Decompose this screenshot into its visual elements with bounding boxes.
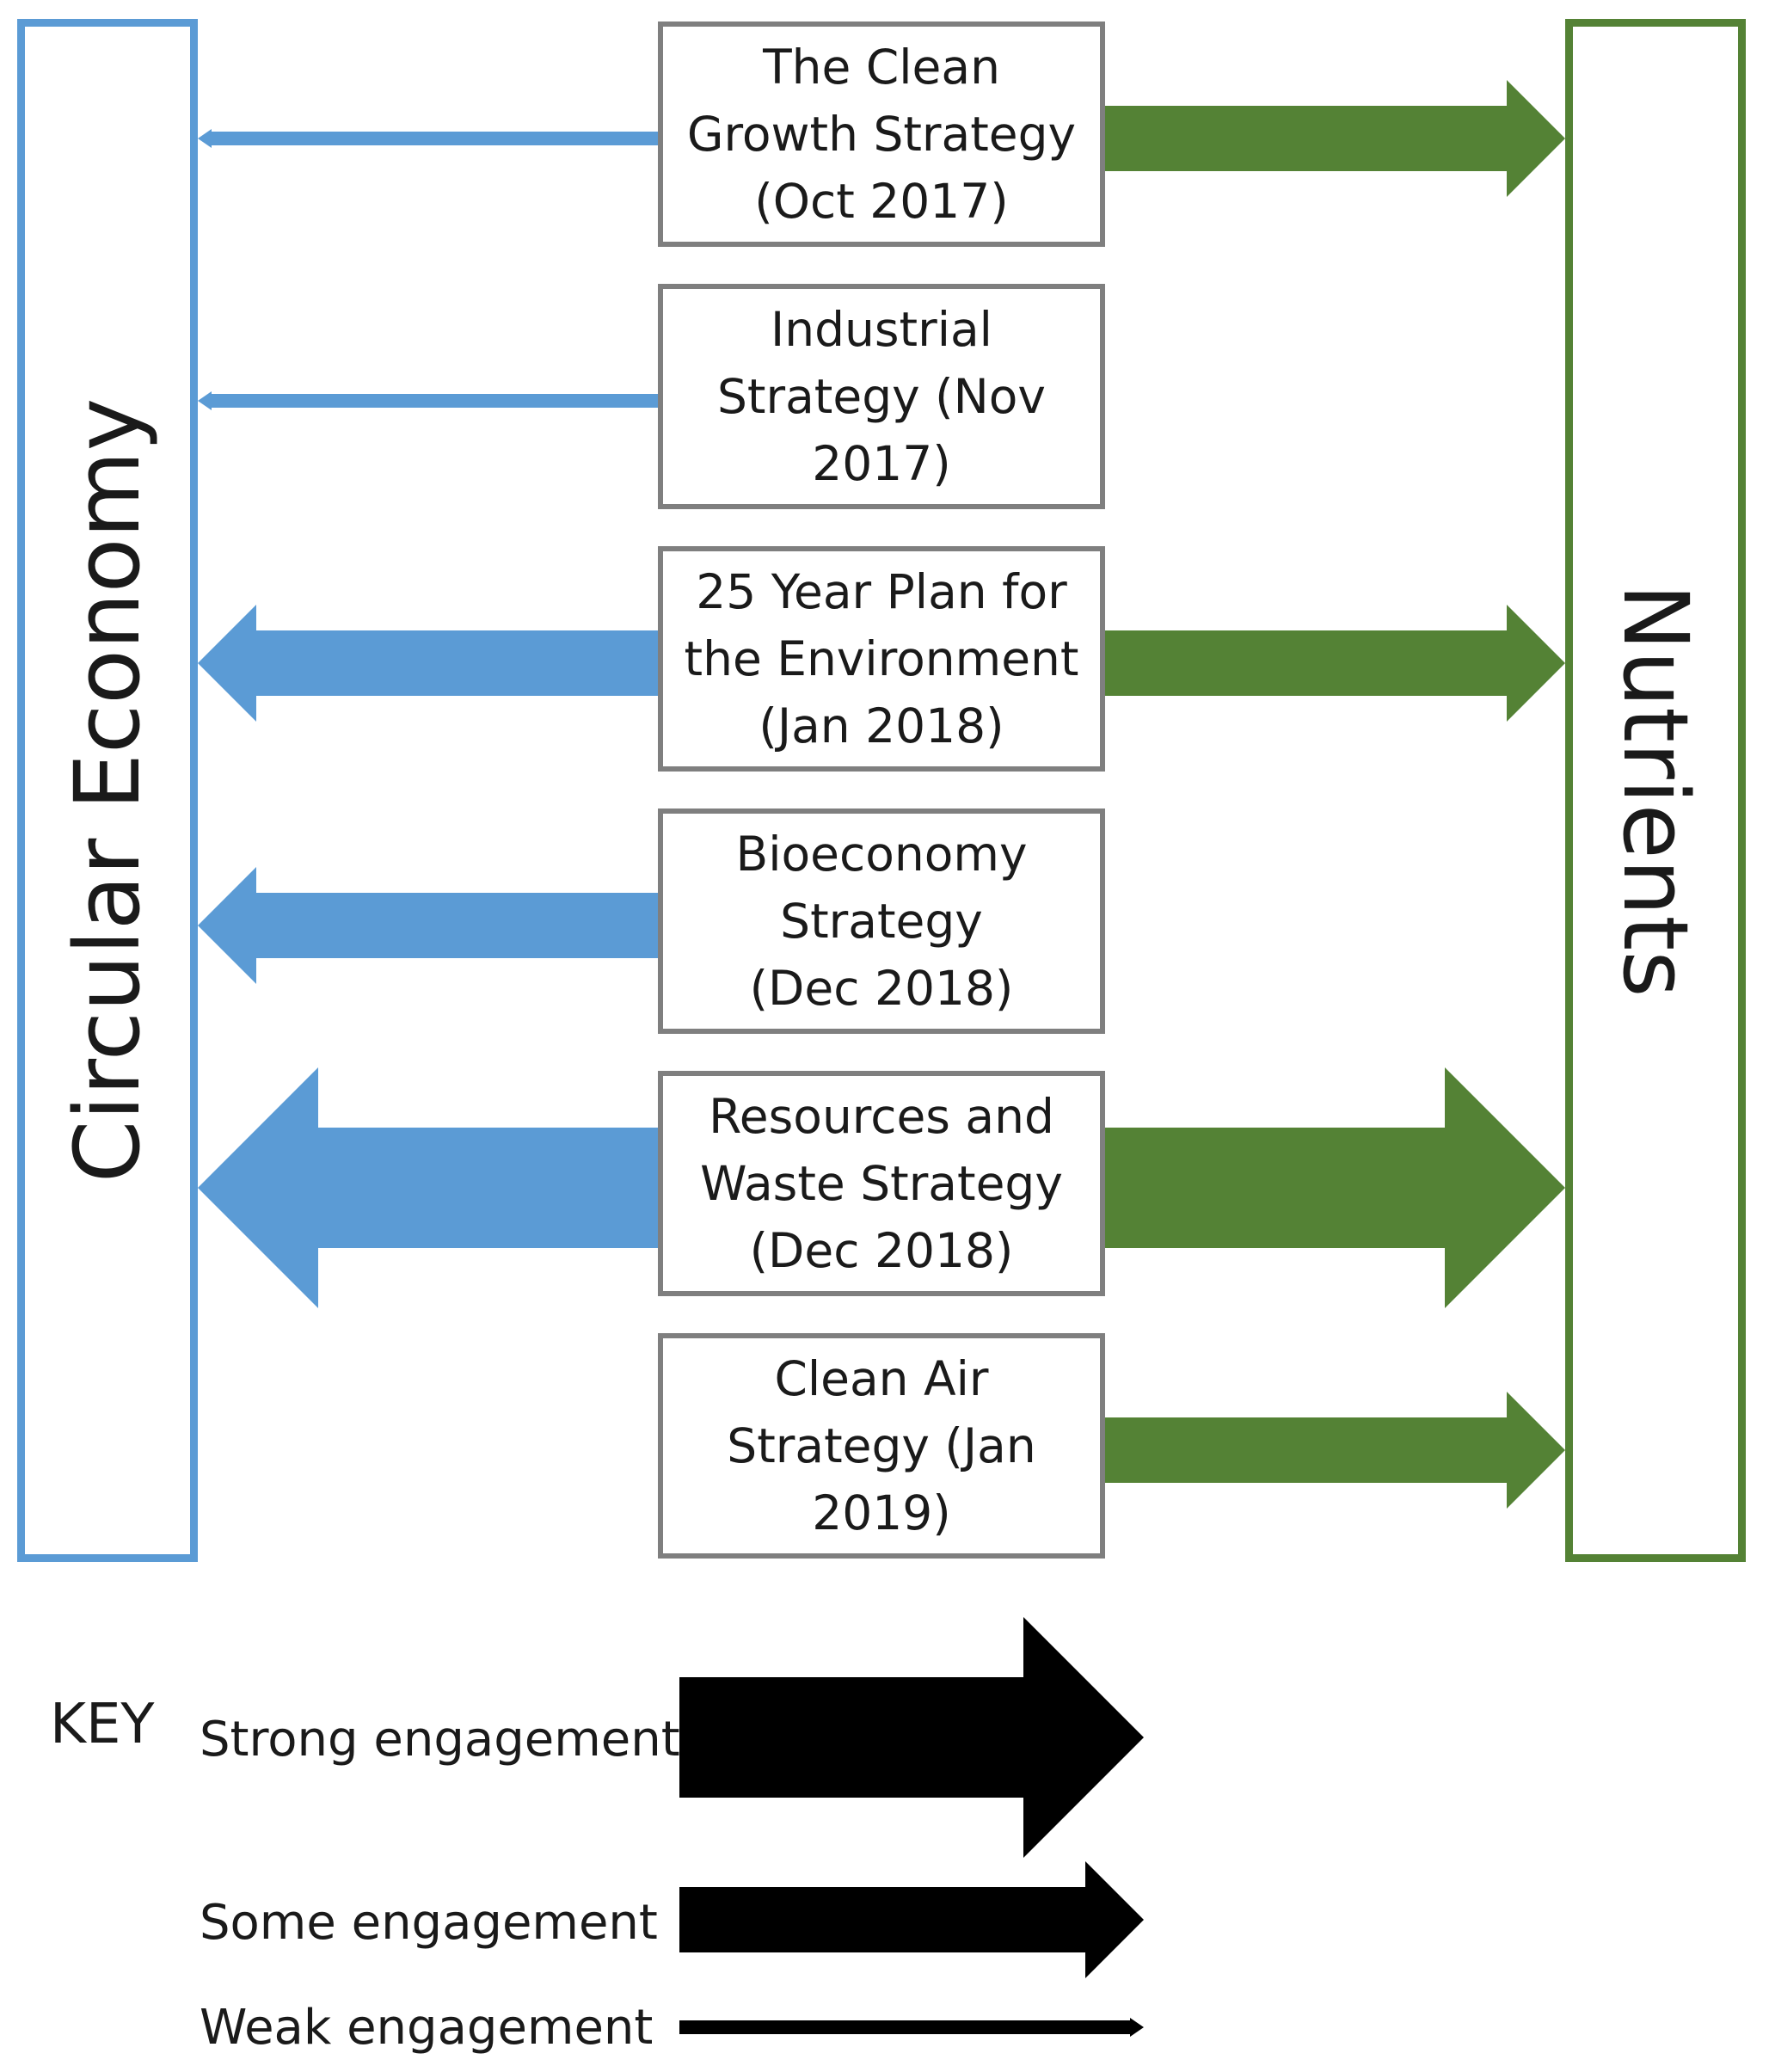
strategy-box-bioeconomy: Bioeconomy Strategy (Dec 2018): [658, 809, 1105, 1034]
strategy-label: 25 Year Plan for the Environment (Jan 20…: [684, 564, 1079, 753]
circular-economy-arrow: [198, 1067, 658, 1308]
circular-economy-label: Circular Economy: [55, 397, 160, 1184]
nutrients-arrow: [1105, 80, 1565, 197]
strategy-label: The Clean Growth Strategy (Oct 2017): [686, 40, 1077, 229]
nutrients-arrow: [1105, 1392, 1565, 1509]
nutrients-arrow: [1105, 605, 1565, 722]
strategy-box-25-year-plan: 25 Year Plan for the Environment (Jan 20…: [658, 546, 1105, 772]
strategy-label: Industrial Strategy (Nov 2017): [717, 302, 1046, 491]
circular-economy-arrow: [198, 391, 658, 410]
strategy-label: Clean Air Strategy (Jan 2019): [727, 1351, 1036, 1540]
key-some-arrow: [679, 1861, 1144, 1978]
key-strong-arrow: [679, 1617, 1144, 1858]
circular-economy-arrow: [198, 605, 658, 722]
circular-economy-arrow: [198, 129, 658, 148]
key-title: KEY: [50, 1693, 155, 1756]
strategy-box-clean-air: Clean Air Strategy (Jan 2019): [658, 1333, 1105, 1559]
key-strong-label: Strong engagement: [200, 1712, 680, 1768]
strategy-label: Resources and Waste Strategy (Dec 2018): [700, 1089, 1063, 1278]
strategy-box-clean-growth: The Clean Growth Strategy (Oct 2017): [658, 22, 1105, 247]
key-weak-label: Weak engagement: [200, 2000, 654, 2056]
nutrients-label: Nutrients: [1603, 583, 1708, 998]
strategy-label: Bioeconomy Strategy (Dec 2018): [735, 827, 1028, 1016]
strategy-box-resources-waste: Resources and Waste Strategy (Dec 2018): [658, 1071, 1105, 1296]
circular-economy-arrow: [198, 867, 658, 984]
nutrients-arrow: [1105, 1067, 1565, 1308]
key-some-label: Some engagement: [200, 1895, 658, 1951]
strategy-box-industrial: Industrial Strategy (Nov 2017): [658, 284, 1105, 509]
nutrients-box: [1565, 19, 1746, 1562]
circular-economy-box: [17, 19, 198, 1562]
key-weak-arrow: [679, 2018, 1144, 2037]
